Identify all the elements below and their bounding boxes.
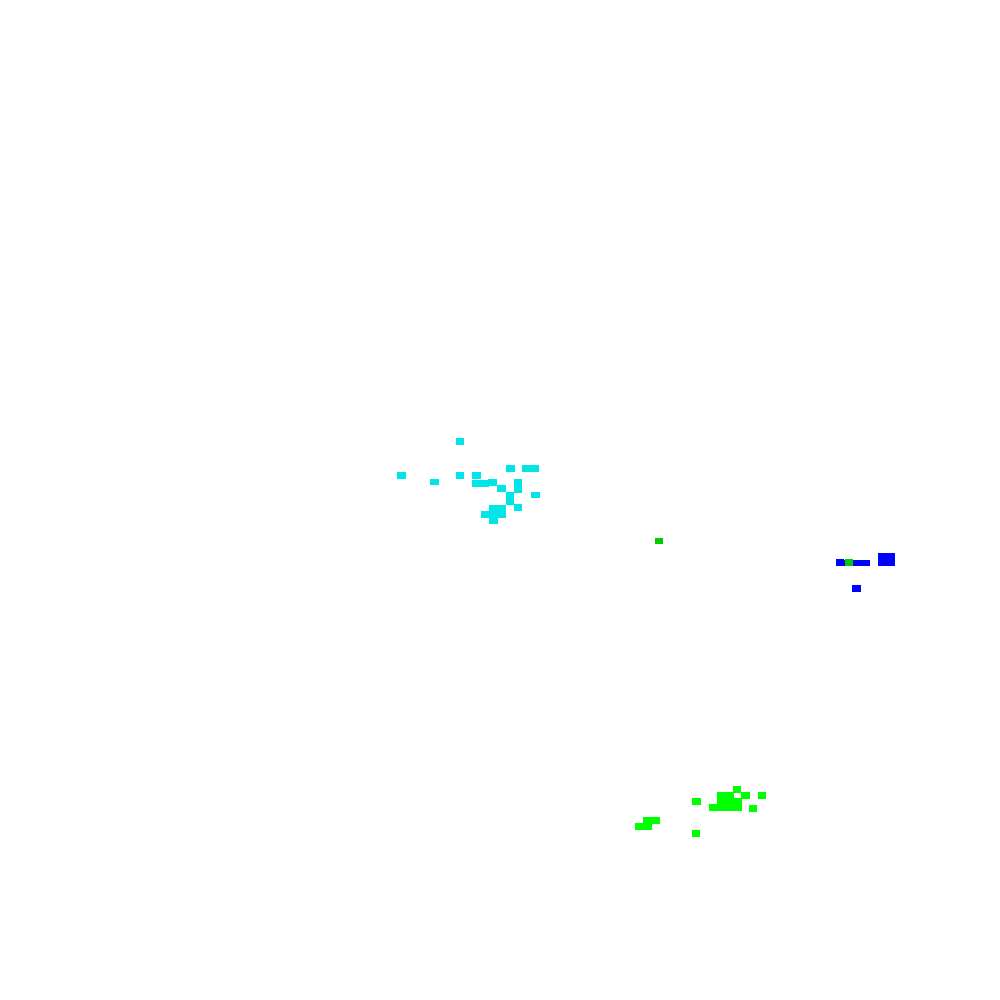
blue-cluster-pixel bbox=[853, 560, 870, 566]
cyan-cluster-pixel bbox=[430, 479, 439, 485]
cyan-cluster-pixel bbox=[472, 480, 489, 487]
cyan-cluster-pixel bbox=[506, 465, 515, 472]
cyan-cluster-pixel bbox=[522, 465, 539, 472]
green-dot-pixel bbox=[655, 538, 663, 544]
cyan-cluster-pixel bbox=[481, 511, 506, 518]
green-cluster-pixel bbox=[643, 817, 660, 824]
blue-cluster-pixel bbox=[878, 553, 895, 566]
cyan-cluster-pixel bbox=[506, 498, 514, 505]
green-cluster-pixel bbox=[717, 798, 742, 805]
cyan-cluster-pixel bbox=[456, 438, 464, 445]
cyan-cluster-pixel bbox=[472, 472, 481, 479]
cyan-cluster-pixel bbox=[497, 485, 506, 492]
green-cluster bbox=[635, 786, 766, 837]
blue-cluster-accent-pixel bbox=[845, 559, 853, 566]
cyan-cluster-pixel bbox=[514, 486, 522, 493]
cyan-cluster-pixel bbox=[506, 492, 514, 499]
green-cluster-pixel bbox=[733, 786, 741, 793]
green-cluster-pixel bbox=[635, 823, 652, 830]
green-cluster-pixel bbox=[717, 792, 734, 799]
cyan-cluster-pixel bbox=[489, 517, 498, 524]
cyan-cluster-pixel bbox=[514, 479, 522, 486]
blue-cluster-pixel bbox=[836, 559, 844, 566]
cyan-cluster-pixel bbox=[514, 504, 522, 511]
cyan-cluster-pixel bbox=[456, 472, 464, 479]
green-cluster-pixel bbox=[709, 804, 742, 811]
cyan-cluster-pixel bbox=[397, 472, 406, 479]
cyan-cluster-pixel bbox=[488, 479, 497, 486]
green-cluster-pixel bbox=[758, 792, 766, 799]
green-cluster-pixel bbox=[749, 805, 757, 812]
blue-cluster bbox=[836, 553, 895, 592]
blue-cluster-pixel bbox=[852, 585, 861, 592]
cyan-cluster bbox=[397, 438, 540, 524]
green-cluster-pixel bbox=[692, 798, 701, 805]
cyan-cluster-pixel bbox=[531, 492, 540, 498]
green-dot bbox=[655, 538, 663, 544]
green-cluster-pixel bbox=[741, 792, 750, 799]
green-cluster-pixel bbox=[692, 830, 700, 837]
cyan-cluster-pixel bbox=[489, 505, 506, 512]
